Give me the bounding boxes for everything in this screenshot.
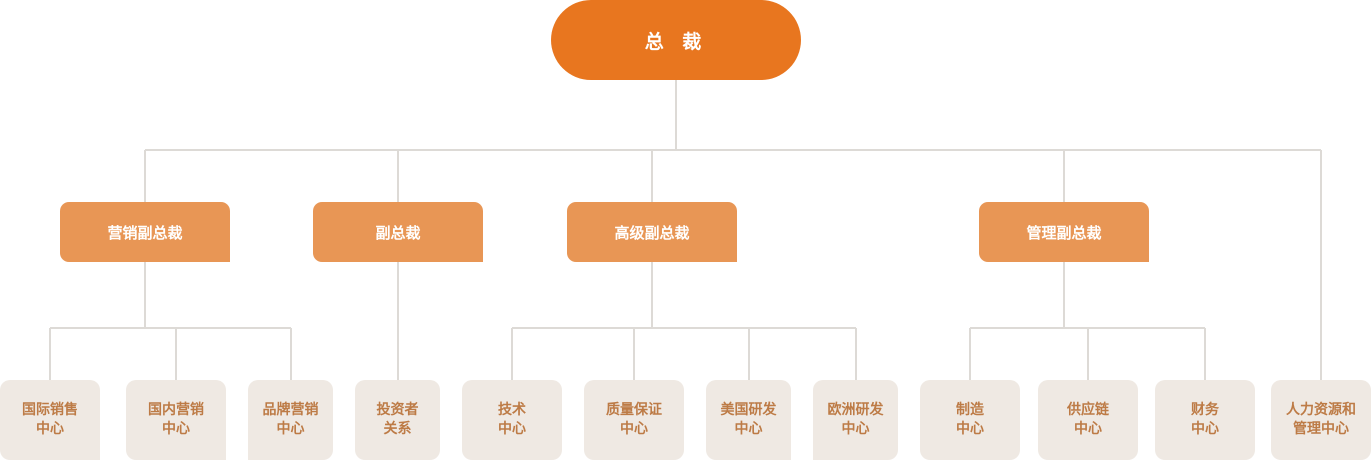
node-label-line1: 投资者: [376, 402, 419, 418]
node-vp-management-label: 管理副总裁: [1026, 223, 1102, 242]
node-brand-marketing: 品牌营销中心: [248, 380, 333, 460]
node-label-line2: 中心: [841, 421, 870, 437]
node-vp-management: 管理副总裁: [979, 202, 1149, 262]
node-international-sales: 国际销售中心: [0, 380, 100, 460]
node-label-line1: 财务: [1191, 402, 1219, 418]
node-label-line2: 中心: [734, 421, 763, 437]
node-label-line2: 中心: [276, 421, 305, 437]
node-label-line2: 中心: [162, 421, 190, 437]
node-vp-marketing-label: 营销副总裁: [107, 223, 183, 242]
node-label-line2: 中心: [1191, 421, 1219, 437]
node-svp-label: 高级副总裁: [614, 223, 690, 242]
node-label-line1: 人力资源和: [1286, 402, 1356, 418]
node-label-line2: 中心: [498, 421, 526, 437]
node-supply-chain: 供应链中心: [1038, 380, 1138, 460]
node-label-line2: 中心: [36, 421, 64, 437]
node-vp-marketing: 营销副总裁: [60, 202, 230, 262]
node-label-line1: 技术: [498, 402, 526, 418]
node-hr-management: 人力资源和管理中心: [1271, 380, 1371, 460]
node-investor-relations: 投资者关系: [355, 380, 440, 460]
node-label-line1: 国内营销: [148, 402, 204, 418]
node-label-line1: 欧洲研发: [827, 402, 884, 418]
node-quality-assurance: 质量保证中心: [584, 380, 684, 460]
node-label-line1: 国际销售: [22, 402, 78, 418]
node-us-rd: 美国研发中心: [706, 380, 791, 460]
node-label-line1: 美国研发: [720, 402, 777, 418]
node-president-label: 总 裁: [644, 30, 708, 53]
node-president: 总 裁: [551, 0, 801, 80]
node-vp-label: 副总裁: [375, 223, 421, 242]
node-label-line2: 中心: [620, 421, 648, 437]
node-europe-rd: 欧洲研发中心: [813, 380, 898, 460]
node-label-line2: 中心: [1074, 421, 1102, 437]
node-svp: 高级副总裁: [567, 202, 737, 262]
node-label-line2: 关系: [383, 421, 412, 437]
node-label-line1: 供应链: [1067, 402, 1109, 418]
node-label-line1: 品牌营销: [262, 402, 319, 418]
node-manufacturing: 制造中心: [920, 380, 1020, 460]
node-finance: 财务中心: [1155, 380, 1255, 460]
node-label-line1: 制造: [956, 402, 984, 418]
node-label-line1: 质量保证: [606, 402, 662, 418]
node-technology: 技术中心: [462, 380, 562, 460]
node-label-line2: 中心: [956, 421, 984, 437]
node-domestic-marketing: 国内营销中心: [126, 380, 226, 460]
node-label-line2: 管理中心: [1293, 421, 1349, 437]
node-vp: 副总裁: [313, 202, 483, 262]
